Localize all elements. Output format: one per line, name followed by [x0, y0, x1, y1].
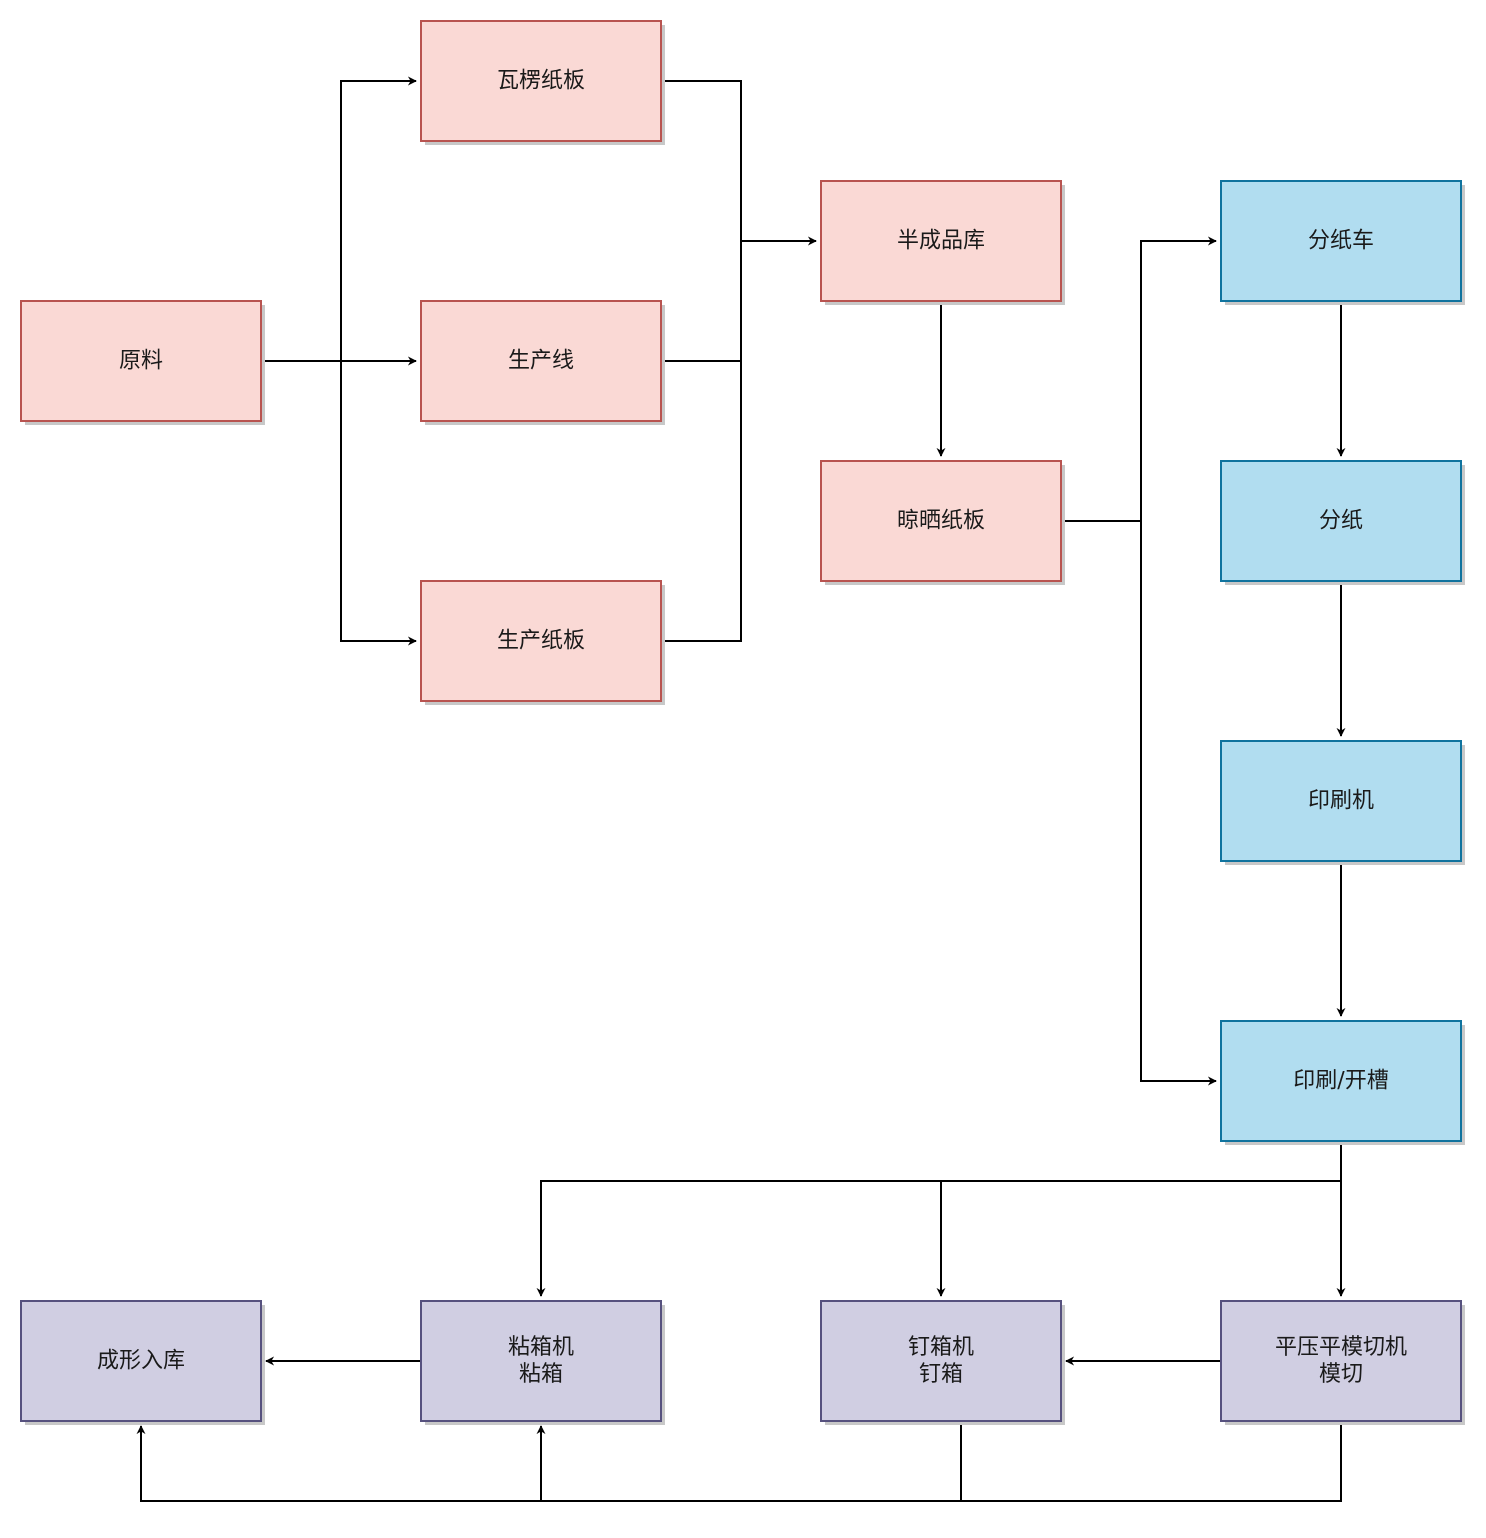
- node-label: 半成品库: [897, 229, 985, 254]
- node-label: 生产纸板: [497, 629, 585, 654]
- edge-drying-to-slitter: [1061, 236, 1217, 522]
- node-box: [1220, 460, 1462, 582]
- node-slit: 分纸: [1220, 460, 1465, 585]
- node-corrugated: 瓦楞纸板: [420, 20, 665, 145]
- node-semi: 半成品库: [820, 180, 1065, 305]
- node-label: 模切: [1319, 1362, 1363, 1387]
- node-print-slot: 印刷/开槽: [1220, 1020, 1465, 1145]
- node-raw: 原料: [20, 300, 265, 425]
- node-box: [1220, 1300, 1462, 1422]
- edge-print-slot-to-glue: [536, 1180, 941, 1297]
- node-store: 成形入库: [20, 1300, 265, 1425]
- node-label: 粘箱机: [508, 1335, 574, 1360]
- node-box: [20, 1300, 262, 1422]
- node-label: 瓦楞纸板: [497, 69, 585, 94]
- edge-produce-to-semi: [661, 361, 742, 642]
- node-box: [420, 580, 662, 702]
- node-box: [820, 180, 1062, 302]
- node-box: [1220, 180, 1462, 302]
- node-box: [1220, 1020, 1462, 1142]
- node-label: 印刷机: [1308, 789, 1374, 814]
- edge-raw-to-produce: [340, 361, 417, 646]
- edge-drying-to-print-slot: [1140, 521, 1217, 1086]
- edge-diecut-bottom-loop: [961, 1421, 1342, 1502]
- node-box: [820, 460, 1062, 582]
- edge-line-to-semi: [661, 241, 742, 362]
- node-label: 印刷/开槽: [1293, 1069, 1388, 1094]
- node-label: 分纸: [1319, 509, 1363, 534]
- edge-print-slot-to-stitch: [936, 1180, 1341, 1297]
- node-drying: 晾晒纸板: [820, 460, 1065, 585]
- edge-raw-to-corrugated: [340, 76, 417, 361]
- edge-corrugated-to-semi: [661, 80, 817, 246]
- node-box: [420, 300, 662, 422]
- node-box: [420, 1300, 662, 1422]
- node-line: 生产线: [420, 300, 665, 425]
- edge-stitch-bottom-loop: [541, 1421, 962, 1502]
- edges: [136, 76, 1346, 1502]
- node-label: 晾晒纸板: [897, 509, 985, 534]
- node-label: 分纸车: [1308, 229, 1374, 254]
- node-label: 生产线: [508, 349, 574, 374]
- node-box: [820, 1300, 1062, 1422]
- node-printer: 印刷机: [1220, 740, 1465, 865]
- edge-loop-to-store: [136, 1425, 541, 1502]
- node-box: [1220, 740, 1462, 862]
- node-slitter: 分纸车: [1220, 180, 1465, 305]
- node-label: 钉箱机: [908, 1335, 974, 1360]
- node-label: 成形入库: [97, 1349, 185, 1374]
- node-box: [20, 300, 262, 422]
- node-label: 粘箱: [519, 1362, 563, 1387]
- node-label: 原料: [119, 349, 163, 374]
- node-box: [420, 20, 662, 142]
- node-label: 平压平模切机: [1275, 1335, 1407, 1360]
- node-label: 钉箱: [919, 1362, 963, 1387]
- node-produce: 生产纸板: [420, 580, 665, 705]
